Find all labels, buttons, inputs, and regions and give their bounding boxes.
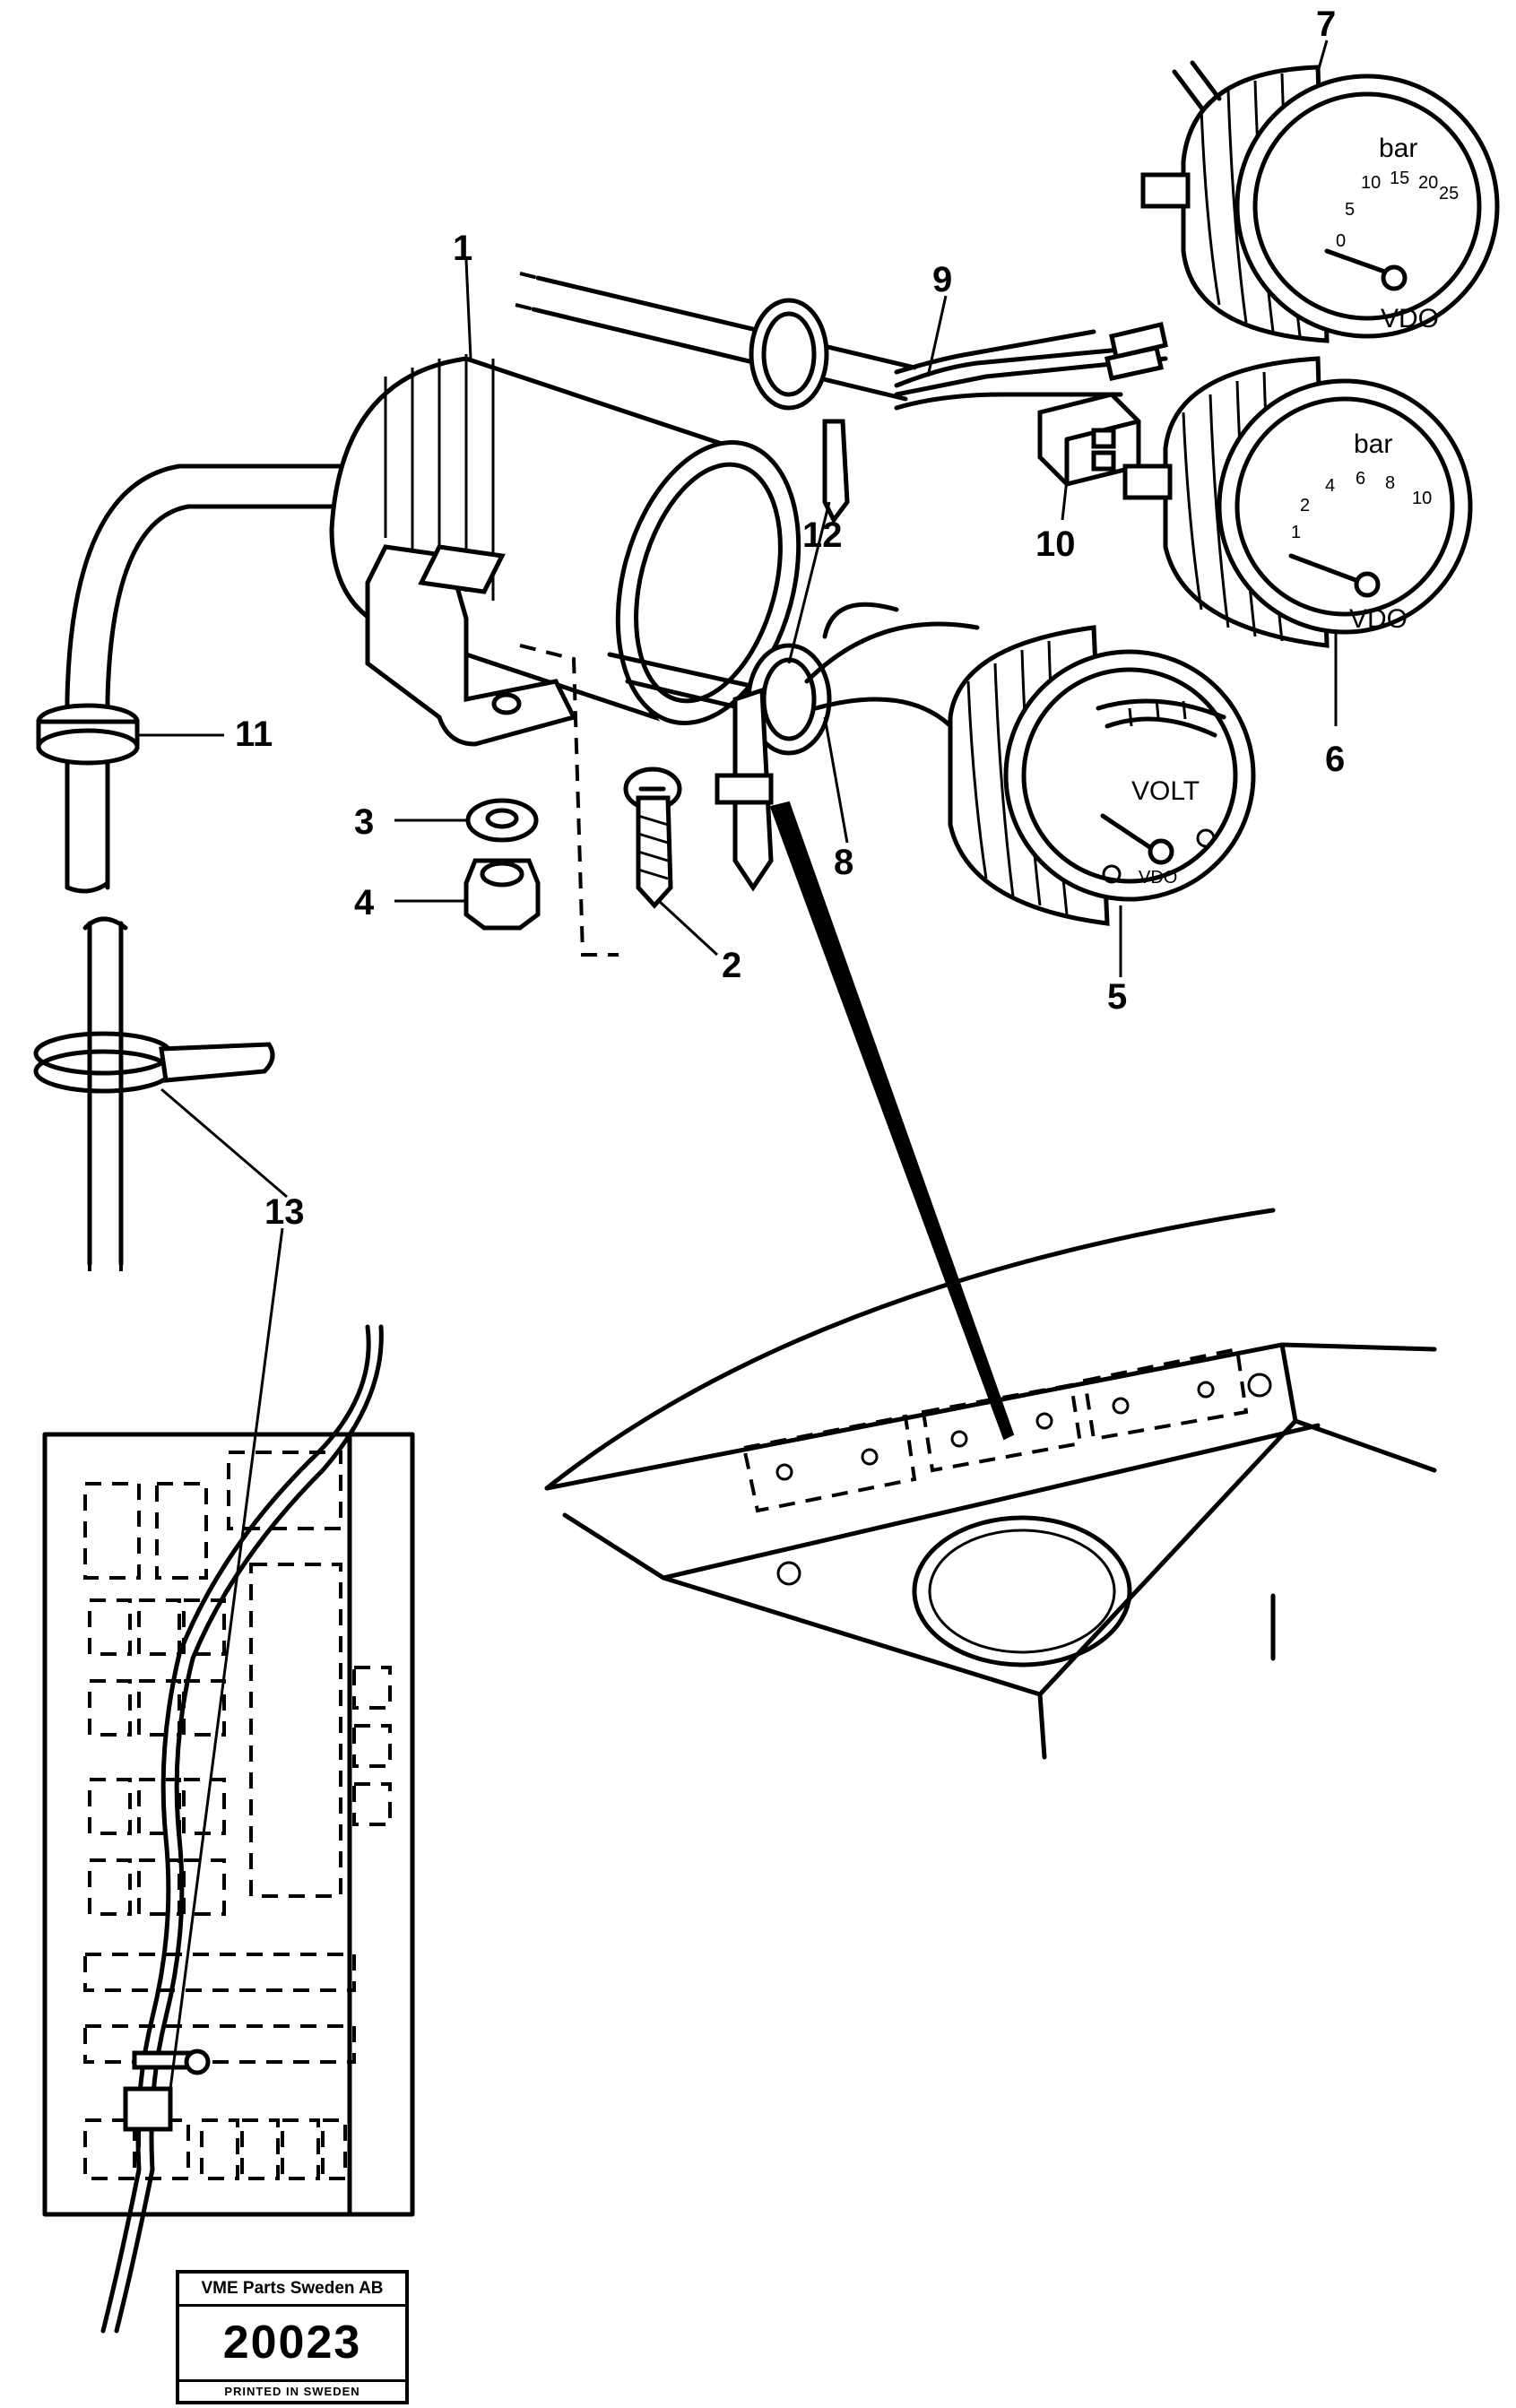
leader-lines [139,39,1338,1199]
dashboard-panel [544,1208,1437,1760]
callout-7: 7 [1316,4,1336,44]
plate-printed: PRINTED IN SWEDEN [224,2385,360,2398]
callout-12: 12 [802,515,843,555]
callout-2: 2 [722,946,741,985]
gauge-6-tick-3: 6 [1356,469,1365,489]
callout-13: 13 [264,1192,305,1232]
leader-13 [169,1227,284,2090]
grommet-12-upper [749,298,850,524]
gauge-6 [1122,356,1473,648]
gauge-7-unit: bar [1379,134,1417,163]
gauge-7-ticks: 0 5 10 15 20 25 [1336,169,1459,251]
gauge-5-brand: VDO [1139,868,1177,888]
callout-5: 5 [1107,977,1127,1017]
washer-3 [465,798,539,843]
callout-11: 11 [235,715,273,754]
callout-9: 9 [932,260,952,299]
gauge-6-tick-4: 8 [1385,473,1395,493]
gauge-6-unit: bar [1354,429,1392,459]
callout-1: 1 [453,229,472,268]
gauge-7-tick-0: 0 [1336,231,1346,251]
callout-10: 10 [1035,524,1076,564]
screw-2 [623,767,682,909]
plate-number: 20023 [179,2306,405,2382]
gauge-5-label: VOLT [1131,776,1200,806]
part-number-plate: VME Parts Sweden AB 20023 PRINTED IN SWE… [176,2270,409,2404]
callout-3: 3 [354,802,374,842]
gauge-7-tick-4: 20 [1418,173,1438,193]
tie-8 [715,602,980,892]
gauge-7-tick-3: 15 [1390,169,1409,188]
gauge-7-tick-5: 25 [1439,184,1459,204]
gauge-6-tick-2: 4 [1325,476,1335,496]
gauge-6-tick-1: 2 [1300,496,1310,515]
item-1-housing [329,354,801,957]
hose-left [33,463,352,1273]
gauge-7 [1140,60,1500,343]
nut-4 [463,858,541,931]
gauge-6-brand: VDO [1349,604,1408,634]
gauge-7-tick-2: 10 [1361,173,1381,193]
cable-harness [515,272,1168,411]
callout-8: 8 [834,843,853,882]
gauge-6-tick-0: 1 [1291,523,1301,542]
callout-4: 4 [354,883,375,922]
gauge-7-brand: VDO [1381,304,1439,333]
gauge-6-tick-5: 10 [1412,489,1432,508]
callout-numbers: 1 2 3 4 5 6 7 8 9 10 11 12 13 [235,4,1345,1232]
gauge-5 [948,625,1256,926]
gauge-7-tick-1: 5 [1345,200,1355,220]
location-arrow [769,801,1015,1441]
connector-10 [1037,392,1141,487]
gauge-6-ticks: 1 2 4 6 8 10 [1291,469,1432,542]
fuse-board [42,1324,415,2334]
callout-6: 6 [1325,740,1345,779]
plate-company: VME Parts Sweden AB [179,2274,405,2307]
